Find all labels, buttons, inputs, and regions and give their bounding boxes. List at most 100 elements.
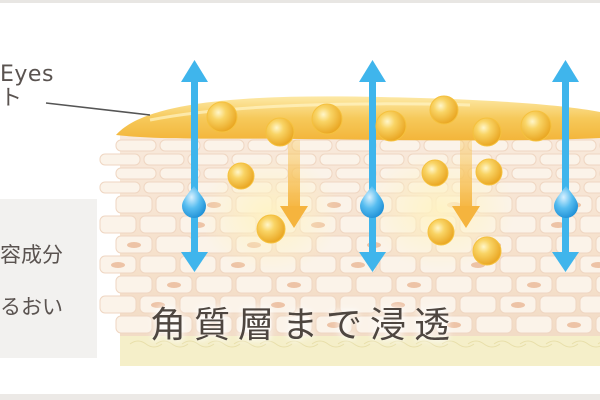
base-texture-line: [285, 340, 319, 348]
ingredient-orb: [375, 110, 407, 142]
cell-nucleus: [167, 282, 181, 288]
product-label-line2: ト: [0, 86, 23, 111]
base-texture-line: [545, 340, 579, 348]
skin-cell: [395, 315, 433, 334]
skin-cell: [315, 275, 353, 294]
ingredient-orb: [311, 103, 343, 135]
ingredient-orb: [265, 117, 295, 147]
skin-cell: [195, 275, 233, 294]
cell-nucleus: [351, 262, 365, 268]
skin-cell: [319, 153, 361, 166]
skin-cell: [143, 181, 185, 194]
skin-cell: [355, 275, 393, 294]
ingredient-orb: [472, 236, 502, 266]
skin-cell: [595, 235, 600, 254]
skin-cell: [511, 167, 553, 180]
skin-cell: [419, 295, 457, 314]
skin-cell: [495, 153, 537, 166]
skin-cell: [219, 295, 257, 314]
cell-nucleus: [327, 322, 341, 328]
skin-cell: [115, 315, 153, 334]
product-label-line1: Eyes: [0, 62, 54, 87]
skin-cell: [235, 315, 273, 334]
skin-cell: [339, 295, 377, 314]
skin-cell: [539, 153, 581, 166]
base-texture-line: [311, 340, 345, 348]
skin-cell: [555, 235, 593, 254]
base-layer: [120, 336, 600, 366]
product-label: Eyes ト: [0, 63, 54, 111]
base-texture-line: [467, 340, 501, 348]
orange-arrow-down-icon: [280, 140, 308, 228]
skin-cell: [515, 195, 553, 214]
skin-cell: [143, 153, 185, 166]
base-texture-line: [441, 340, 475, 348]
cell-nucleus: [567, 322, 581, 328]
ingredient-orbs: [206, 95, 552, 266]
base-texture-line: [519, 340, 553, 348]
skin-cell: [355, 315, 393, 334]
base-texture-line: [337, 340, 371, 348]
skin-cell: [203, 139, 245, 152]
orange-arrow-down-icon: [452, 140, 480, 228]
skin-cell: [475, 275, 513, 294]
legend-item-moisture: るおい: [0, 295, 63, 319]
water-droplet-icon: [554, 186, 578, 218]
skin-cell: [579, 255, 600, 274]
skin-cell: [115, 195, 153, 214]
cell-nucleus: [407, 282, 421, 288]
skin-cell: [579, 295, 600, 314]
skin-cell: [595, 315, 600, 334]
skin-cell: [159, 167, 201, 180]
ingredient-orb: [472, 117, 502, 147]
blue-double-arrow-icon: [359, 60, 386, 272]
skin-cell: [579, 215, 600, 234]
skin-cell: [179, 295, 217, 314]
cell-nucleus: [287, 282, 301, 288]
base-texture-line: [129, 340, 163, 348]
ingredient-orb: [421, 159, 449, 187]
skin-cell: [99, 215, 137, 234]
base-layer-texture: [129, 340, 600, 348]
skin-cell: [539, 295, 577, 314]
skin-cell: [299, 295, 337, 314]
skin-cell: [515, 315, 553, 334]
cell-nucleus: [511, 302, 525, 308]
cell-nucleus: [391, 302, 405, 308]
water-droplet-icon: [360, 186, 384, 218]
cell-nucleus: [551, 222, 565, 228]
skin-cell: [99, 153, 141, 166]
skin-cell: [595, 275, 600, 294]
blue-double-arrow-icon: [552, 60, 579, 272]
cell-nucleus: [127, 242, 141, 248]
feature-legend: 容成分 るおい: [0, 199, 97, 358]
base-texture-line: [233, 340, 267, 348]
skin-cell: [583, 153, 600, 166]
skin-cell: [235, 275, 273, 294]
ingredient-orb: [475, 158, 503, 186]
skin-cell: [515, 235, 553, 254]
skin-cell: [583, 181, 600, 194]
skin-cell: [139, 255, 177, 274]
skin-cell: [459, 295, 497, 314]
base-texture-line: [181, 340, 215, 348]
ingredient-orb: [206, 101, 238, 133]
label-pointer-line: [45, 102, 151, 116]
skin-cell: [475, 315, 513, 334]
skin-cell: [555, 275, 593, 294]
skin-cell: [275, 315, 313, 334]
skin-cell: [379, 139, 421, 152]
diagram-caption: 角質層まで浸透: [150, 305, 459, 346]
ingredient-orb: [429, 95, 459, 125]
blue-double-arrow-icon: [181, 60, 208, 272]
base-texture-line: [207, 340, 241, 348]
cell-nucleus: [591, 262, 600, 268]
skin-cell: [595, 195, 600, 214]
cell-nucleus: [527, 282, 541, 288]
ingredient-orb: [256, 214, 286, 244]
base-texture-line: [389, 340, 423, 348]
base-texture-line: [415, 340, 449, 348]
